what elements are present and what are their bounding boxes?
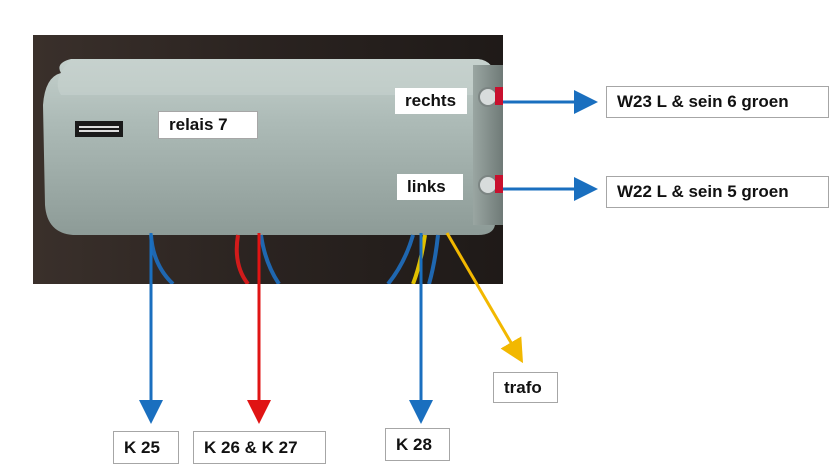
relay-photo bbox=[33, 35, 503, 284]
arrow-to-trafo bbox=[445, 232, 524, 364]
label-links: links bbox=[397, 174, 463, 200]
relay-body bbox=[43, 59, 495, 235]
relay-slot bbox=[75, 121, 123, 137]
label-rechts: rechts bbox=[395, 88, 467, 114]
label-k26-k27: K 26 & K 27 bbox=[193, 431, 326, 464]
label-relais: relais 7 bbox=[158, 111, 258, 139]
label-k25: K 25 bbox=[113, 431, 179, 464]
label-k28: K 28 bbox=[385, 428, 450, 461]
label-trafo: trafo bbox=[493, 372, 558, 403]
relay-photo-drawing bbox=[33, 35, 503, 284]
label-w22: W22 L & sein 5 groen bbox=[606, 176, 829, 208]
label-w23: W23 L & sein 6 groen bbox=[606, 86, 829, 118]
